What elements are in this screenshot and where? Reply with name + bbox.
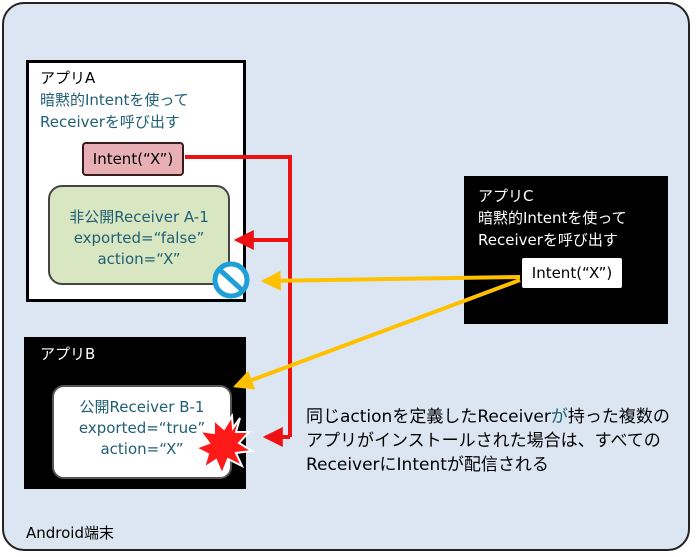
receiver-a1-action: action=“X” xyxy=(97,250,181,268)
receiver-b1-exported: exported=“true” xyxy=(78,419,206,437)
note-part3: 持った複数のアプリがインストールされた場合は、すべてのReceiverにInte… xyxy=(306,407,670,475)
note-part1: 同じactionを定義したReceiver xyxy=(306,407,551,427)
app-c-description-line2: Receiverを呼び出す xyxy=(478,231,618,249)
app-a-intent: Intent(“X”) xyxy=(82,142,184,176)
app-c-description-line1: 暗黙的Intentを使って xyxy=(478,209,627,227)
receiver-a1: 非公開Receiver A-1 exported=“false” action=… xyxy=(48,185,230,285)
orange-arrows xyxy=(233,270,521,390)
receiver-b1-action: action=“X” xyxy=(100,440,184,458)
explosion-icon xyxy=(193,412,255,477)
app-b-title: アプリB xyxy=(40,345,96,363)
no-entry-icon xyxy=(212,261,250,299)
app-a-description-line1: 暗黙的Intentを使って xyxy=(40,91,189,109)
red-arrows xyxy=(185,155,292,447)
note-part2: が xyxy=(550,407,568,427)
app-c xyxy=(464,176,668,324)
app-a-title: アプリA xyxy=(40,69,96,87)
device-label: Android端末 xyxy=(26,524,114,542)
receiver-a1-name: 非公開Receiver A-1 xyxy=(69,208,209,226)
app-c-title: アプリC xyxy=(478,187,534,205)
receiver-a1-exported: exported=“false” xyxy=(73,229,205,247)
app-a-description-line2: Receiverを呼び出す xyxy=(40,113,180,131)
receiver-b1-name: 公開Receiver B-1 xyxy=(79,398,205,416)
app-c-intent: Intent(“X”) xyxy=(520,256,624,290)
note-text: 同じactionを定義したReceiverが持った複数のアプリがインストールされ… xyxy=(306,405,676,477)
